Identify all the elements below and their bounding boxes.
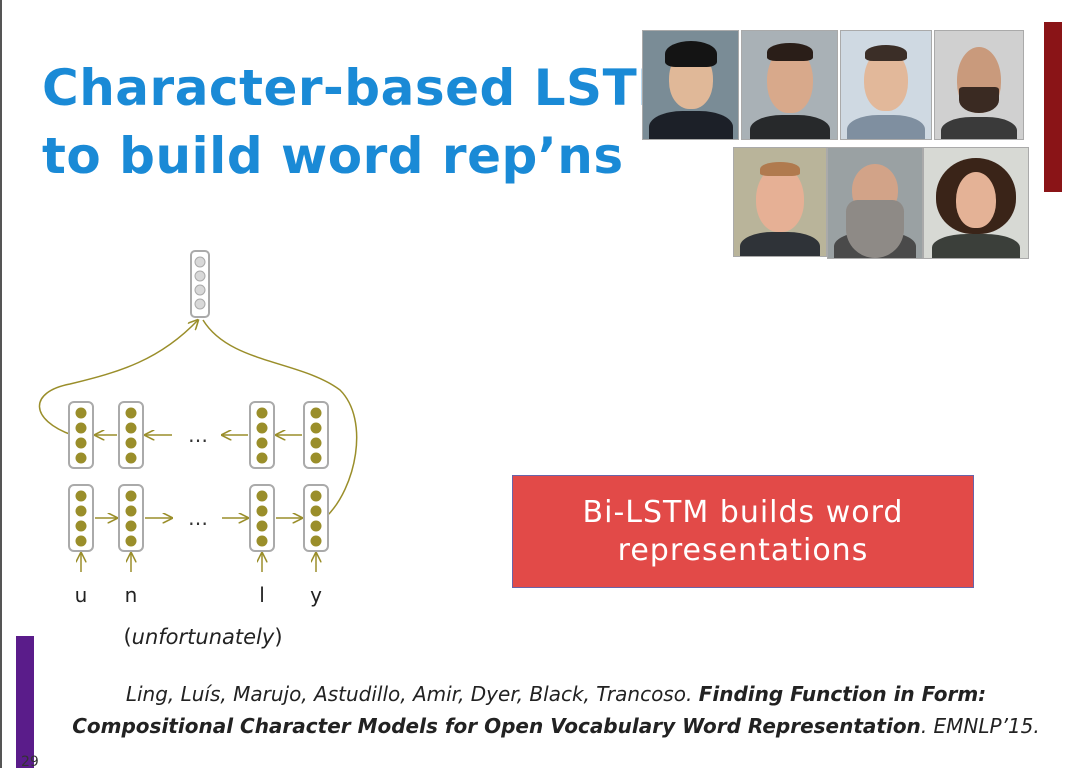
char-label: u (75, 583, 88, 607)
citation-authors: Ling, Luís, Marujo, Astudillo, Amir, Dye… (125, 682, 693, 706)
backward-to-output-curve (38, 320, 198, 436)
lstm-cell (303, 484, 329, 552)
author-photo (733, 147, 827, 257)
author-photo (840, 30, 932, 140)
author-photo (923, 147, 1029, 259)
accent-bar-red (1044, 22, 1062, 192)
lstm-cell (249, 401, 275, 469)
citation-venue: . EMNLP’15. (920, 714, 1040, 738)
output-vector (190, 250, 210, 318)
title-line-2: to build word rep’ns (42, 127, 624, 185)
lstm-cell (303, 401, 329, 469)
citation-line-1: Ling, Luís, Marujo, Astudillo, Amir, Dye… (40, 678, 1072, 710)
forward-to-output-curve (202, 319, 358, 518)
lstm-cell (118, 484, 144, 552)
word-label: (unfortunately) (123, 625, 282, 649)
slide-left-border (0, 0, 2, 768)
title-line-1: Character-based LSTM (42, 59, 688, 117)
forward-lstm-row: … (68, 484, 329, 552)
author-photo (642, 30, 739, 140)
citation-line-2: Compositional Character Models for Open … (40, 710, 1072, 742)
citation: Ling, Luís, Marujo, Astudillo, Amir, Dye… (40, 678, 1072, 742)
lstm-cell (68, 401, 94, 469)
citation-title-part2: Compositional Character Models for Open … (72, 714, 921, 738)
citation-title-part1: Finding Function in Form: (698, 682, 987, 706)
char-label: n (125, 583, 138, 607)
callout-text: Bi-LSTM builds word representations (582, 494, 904, 568)
slide-title: Character-based LSTM to build word rep’n… (42, 54, 687, 190)
backward-ellipsis: … (188, 423, 208, 447)
char-label: l (259, 583, 265, 607)
page-number: 29 (21, 754, 39, 770)
char-label: y (310, 583, 322, 607)
lstm-cell (118, 401, 144, 469)
forward-ellipsis: … (188, 506, 208, 530)
callout-box: Bi-LSTM builds word representations (512, 475, 974, 588)
backward-lstm-row: … (68, 401, 329, 469)
lstm-cell (68, 484, 94, 552)
author-photo (827, 147, 923, 259)
author-photo (741, 30, 838, 140)
accent-bar-purple (16, 636, 34, 768)
lstm-cell (249, 484, 275, 552)
author-photo (934, 30, 1024, 140)
